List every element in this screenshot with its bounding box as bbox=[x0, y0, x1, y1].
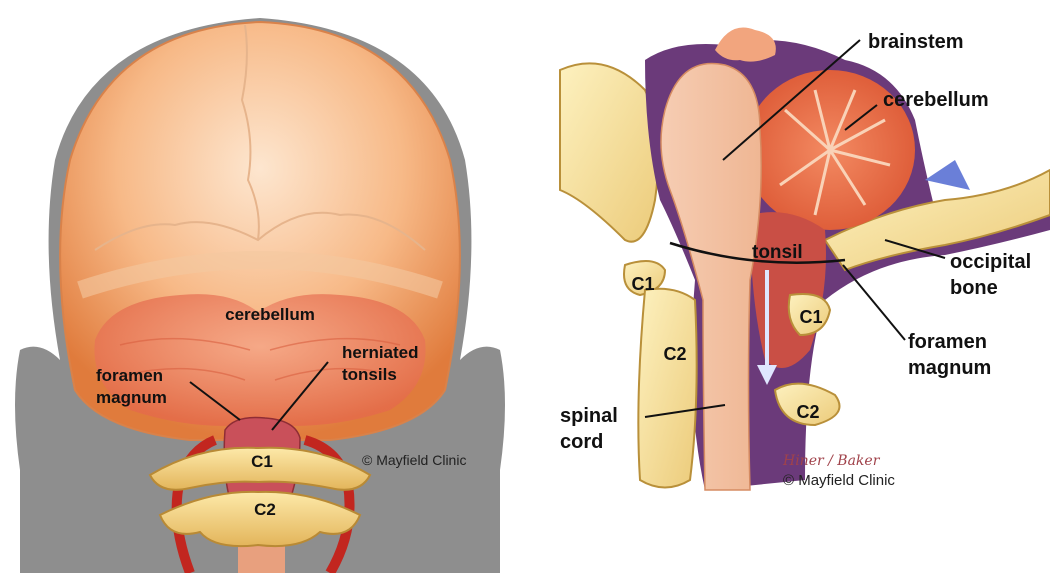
label-occipital: occipital bbox=[950, 251, 1031, 273]
credit-left: © Mayfield Clinic bbox=[362, 452, 466, 468]
label-tonsils: tonsils bbox=[342, 365, 397, 384]
posterior-view-illustration: cerebellum herniated tonsils foramen mag… bbox=[0, 0, 520, 573]
posterior-view-svg: cerebellum herniated tonsils foramen mag… bbox=[0, 0, 520, 573]
sagittal-view-illustration: brainstem cerebellum tonsil occipital bo… bbox=[525, 0, 1050, 573]
label-cerebellum-sagittal: cerebellum bbox=[883, 89, 989, 111]
label-foramen-sagittal: foramen bbox=[908, 331, 987, 353]
sagittal-view-svg: brainstem cerebellum tonsil occipital bo… bbox=[525, 0, 1050, 573]
label-c1-right: C1 bbox=[799, 307, 822, 327]
label-c2-left: C2 bbox=[663, 344, 686, 364]
credit-right: © Mayfield Clinic bbox=[783, 472, 895, 489]
label-c1: C1 bbox=[251, 452, 273, 471]
fourth-ventricle bbox=[925, 160, 970, 190]
label-spinal: spinal bbox=[560, 405, 618, 427]
label-cerebellum: cerebellum bbox=[225, 305, 315, 324]
label-foramen: foramen bbox=[96, 366, 163, 385]
label-tonsil: tonsil bbox=[752, 242, 803, 263]
label-c2-right: C2 bbox=[796, 402, 819, 422]
cervical-column bbox=[638, 289, 696, 488]
label-c1-left: C1 bbox=[631, 274, 654, 294]
foramen-leader-line-sagittal bbox=[843, 265, 905, 340]
label-herniated: herniated bbox=[342, 343, 419, 362]
label-brainstem: brainstem bbox=[868, 31, 964, 53]
label-bone: bone bbox=[950, 277, 998, 299]
label-magnum: magnum bbox=[96, 388, 167, 407]
skull-base-bone bbox=[560, 63, 658, 241]
artist-signature: Hiner / Baker bbox=[782, 453, 881, 469]
label-cord: cord bbox=[560, 431, 603, 453]
label-c2: C2 bbox=[254, 500, 276, 519]
label-magnum-sagittal: magnum bbox=[908, 357, 991, 379]
midbrain-top bbox=[715, 28, 776, 62]
